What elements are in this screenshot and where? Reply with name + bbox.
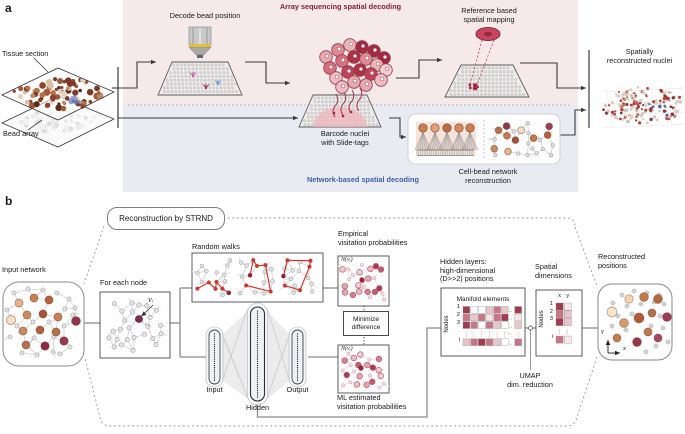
spatial-row-label-1: 1 (549, 300, 553, 307)
array-sequencing-title: Array sequencing spatial decoding (279, 2, 402, 11)
strnd-dashed-container (83, 217, 598, 427)
hidden-layers-label: Hidden layers: high-dimensional (D>>2) p… (440, 257, 496, 284)
nodes-axis-label-manifold: Nodes (444, 315, 450, 333)
node-variable-label: vᵢ (148, 294, 154, 304)
recon-axis-y-label: y (601, 329, 604, 335)
nn-hidden-label: Hidden (245, 403, 270, 412)
manifold-row-label-2: 2 (456, 312, 460, 318)
random-walks-box (191, 252, 324, 303)
spatially-reconstructed-scatter (601, 85, 685, 129)
spatial-x-header: x (558, 293, 562, 299)
manifold-heatmap: ‥‥‥‥⋮⋮⋮⋮⋮⋮⋱⋮ (440, 287, 526, 357)
visitation-set-label-ml: N(vᵢ) (340, 346, 354, 352)
reference-mapping-label: Reference based spatial mapping (461, 6, 517, 24)
reconstructed-positions-label: Reconstructed positions (598, 252, 646, 270)
tissue-section-label: Tissue section (2, 49, 49, 58)
flow-arrows-panel-a (112, 50, 590, 140)
visitation-set-label-empirical: N(vᵢ) (340, 257, 354, 263)
spatial-row-label-2: 2 (549, 308, 553, 315)
umap-label: UMAP dim. reduction (507, 371, 553, 389)
svg-text:⋮: ⋮ (479, 332, 484, 338)
svg-text:⋱: ⋱ (508, 332, 513, 338)
spatial-row-label-i: i (551, 333, 553, 340)
manifold-row-label-3: 3 (456, 319, 460, 326)
cell-bead-network-box (407, 113, 561, 165)
svg-text:‥: ‥ (509, 323, 512, 329)
strnd-title-box: Reconstruction by STRND (107, 207, 225, 230)
svg-text:‥: ‥ (509, 340, 512, 346)
spatial-dimensions-heatmap: ⋮⋮ (535, 289, 583, 357)
svg-text:‥: ‥ (509, 308, 512, 314)
cell-bead-network-label: Cell-bead network reconstruction (458, 167, 518, 185)
for-each-node-box (99, 291, 171, 359)
svg-text:⋮: ⋮ (516, 332, 521, 338)
nn-input-label: Input (206, 385, 223, 394)
svg-text:⋮: ⋮ (487, 332, 492, 338)
input-network-label: Input network (2, 265, 46, 274)
nuclei-cluster-illustration (319, 38, 393, 118)
svg-text:⋮: ⋮ (495, 332, 500, 338)
ml-visitation-box (337, 344, 390, 394)
spatial-dimensions-label: Spatial dimensions (535, 262, 572, 280)
panel-b-label: b (5, 194, 13, 208)
manifold-row-label-i: i (458, 336, 460, 343)
reference-bead-array (444, 64, 530, 98)
ml-estimated-label: ML estimated visitation probabilities (337, 393, 407, 411)
spatial-y-header: y (566, 293, 570, 299)
svg-text:⋮: ⋮ (565, 329, 570, 335)
barcode-nuclei-label: Barcode nuclei with Slide-tags (320, 129, 370, 147)
tissue-stack-illustration (1, 57, 115, 148)
panel-a-label: a (5, 1, 12, 15)
recon-axis-x-label: x (623, 346, 626, 352)
random-walks-label: Random walks (192, 242, 240, 251)
svg-text:⋮: ⋮ (502, 332, 507, 338)
spatially-reconstructed-label: Spatially reconstructed nuclei (606, 47, 673, 65)
nn-output-label: Output (286, 385, 309, 394)
bead-array-label: Bead array (3, 129, 39, 138)
neural-network-illustration (205, 302, 307, 406)
decode-bead-array (157, 61, 243, 96)
manifold-elements-label: Manifold elements (456, 296, 510, 303)
minimize-difference-label: Minimize difference (351, 316, 381, 331)
svg-text:⋮: ⋮ (464, 332, 469, 338)
spatial-row-label-3: 3 (549, 316, 553, 322)
for-each-node-label: For each node (100, 278, 148, 287)
empirical-visitation-box (337, 255, 390, 307)
network-decoding-title: Network-based spatial decoding (307, 175, 419, 184)
empirical-label: Empirical visitation probabilities (338, 229, 408, 247)
barcode-bead-array (298, 94, 382, 128)
input-network-illustration (2, 281, 85, 367)
svg-text:‥: ‥ (509, 316, 512, 322)
reconstructed-positions-box (597, 283, 673, 361)
connectors-panel-b (84, 287, 598, 418)
microscope-icon (188, 26, 212, 58)
reference-mapping-icon (468, 27, 501, 91)
minimize-difference-box: Minimize difference (343, 311, 389, 336)
decode-bead-position-label: Decode bead position (169, 11, 241, 20)
svg-text:⋮: ⋮ (472, 332, 477, 338)
strnd-title: Reconstruction by STRND (119, 214, 213, 223)
svg-text:⋮: ⋮ (557, 329, 562, 335)
manifold-row-label-1: 1 (456, 304, 460, 310)
